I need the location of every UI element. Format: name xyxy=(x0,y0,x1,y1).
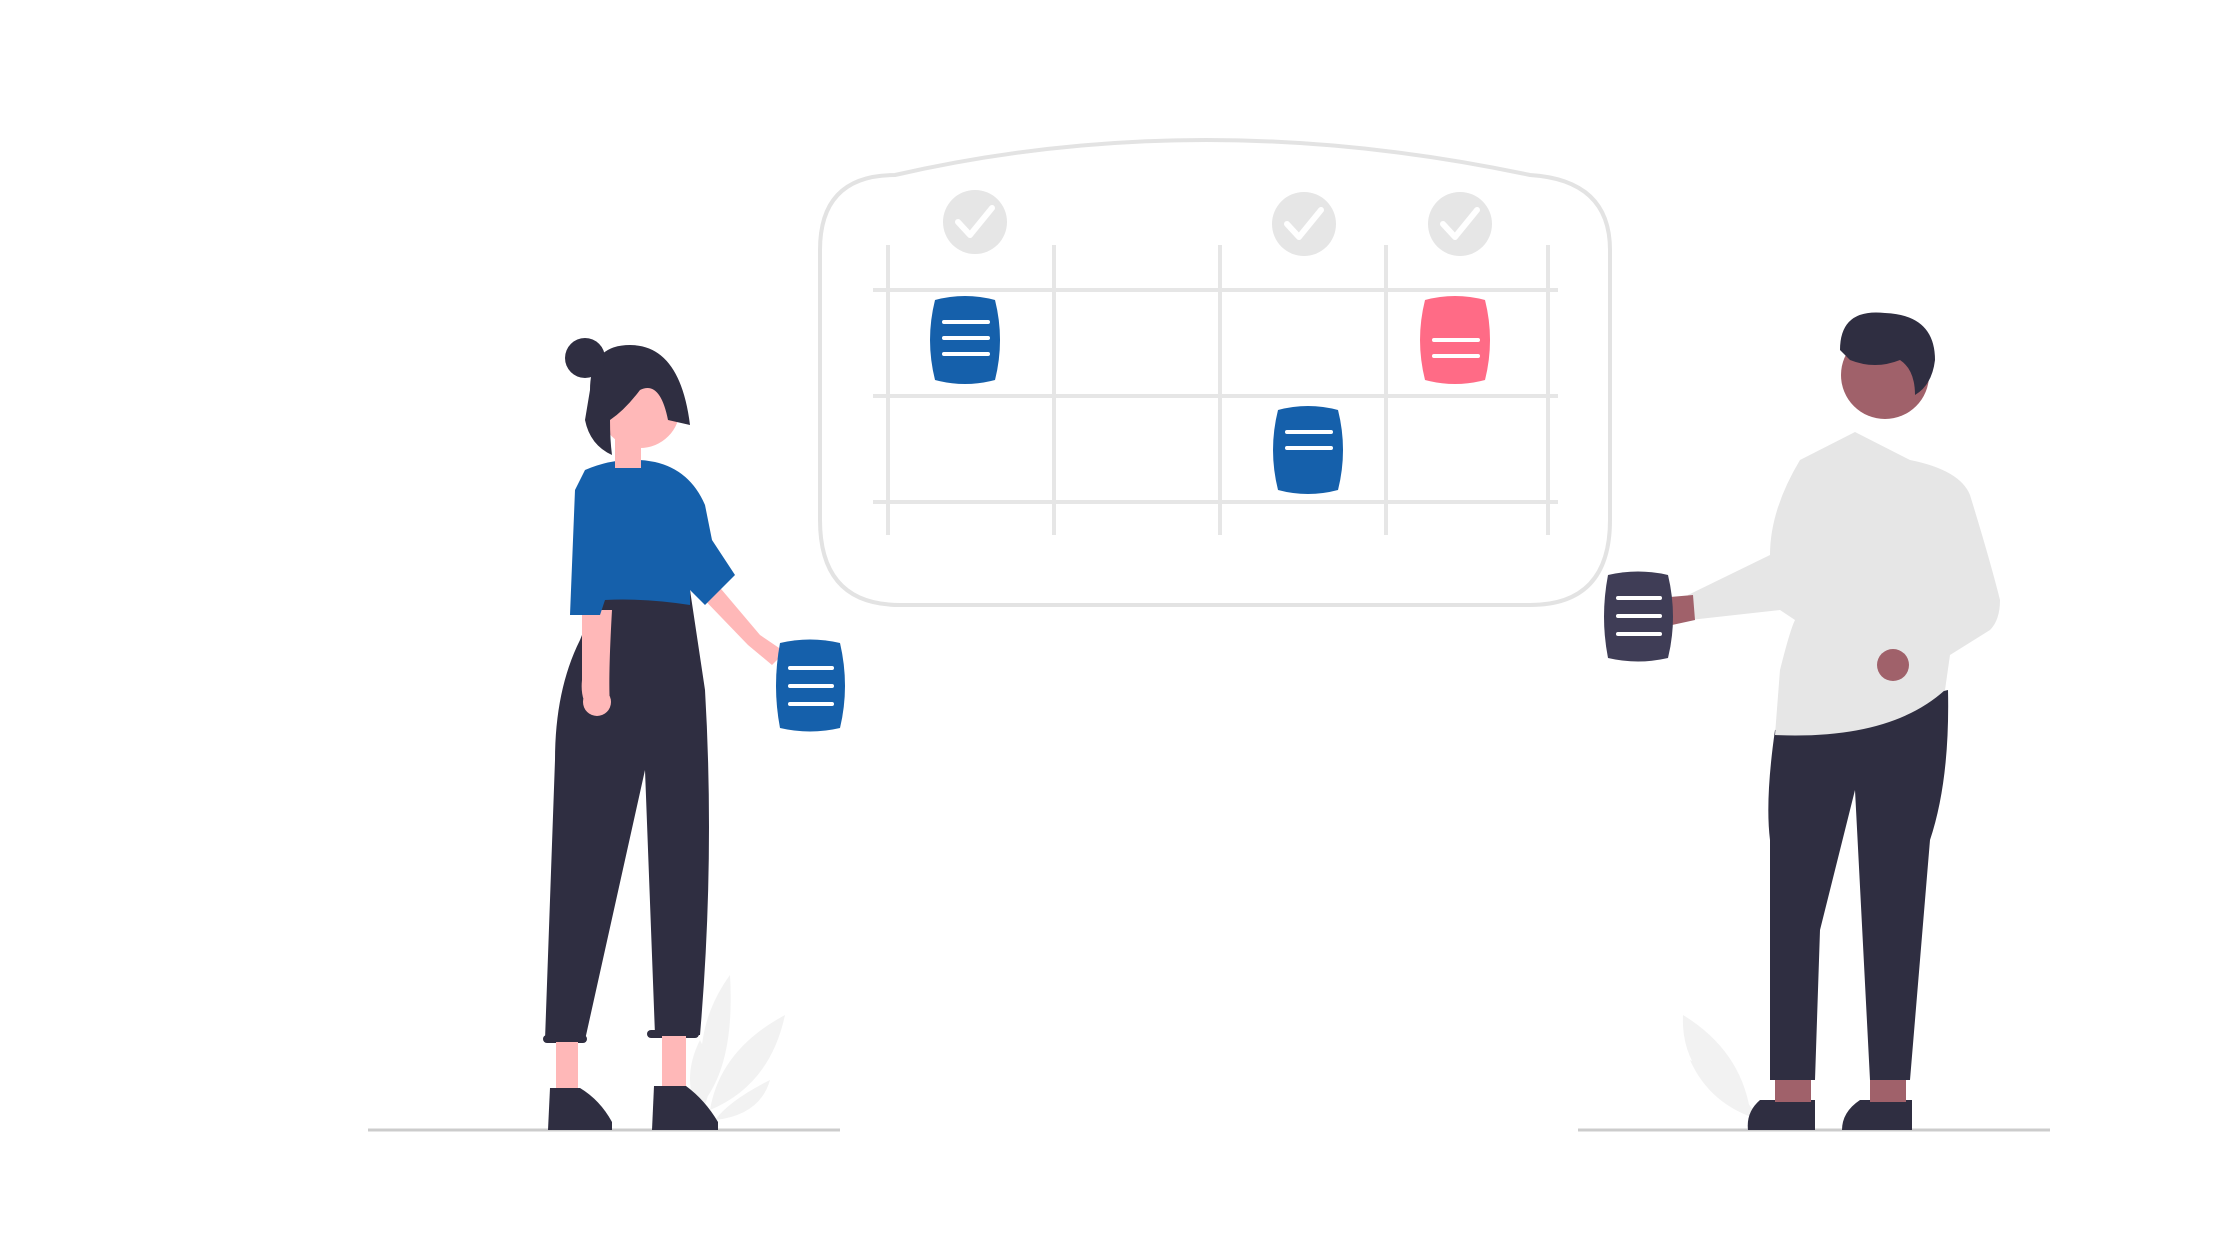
plant-left xyxy=(690,975,785,1120)
held-card-dark[interactable] xyxy=(1604,571,1673,662)
held-card-blue[interactable] xyxy=(776,639,845,732)
check-icon xyxy=(1272,192,1336,256)
task-card-blue[interactable] xyxy=(1273,406,1343,494)
check-icon xyxy=(943,190,1007,254)
woman-figure xyxy=(543,338,845,1130)
task-card-blue[interactable] xyxy=(930,296,1000,384)
task-board xyxy=(818,138,1612,607)
task-card-pink[interactable] xyxy=(1420,296,1490,384)
board-outline xyxy=(818,138,1612,607)
plant-right xyxy=(1682,1015,1760,1120)
man-figure xyxy=(1604,312,2000,1130)
check-icon xyxy=(1428,192,1492,256)
